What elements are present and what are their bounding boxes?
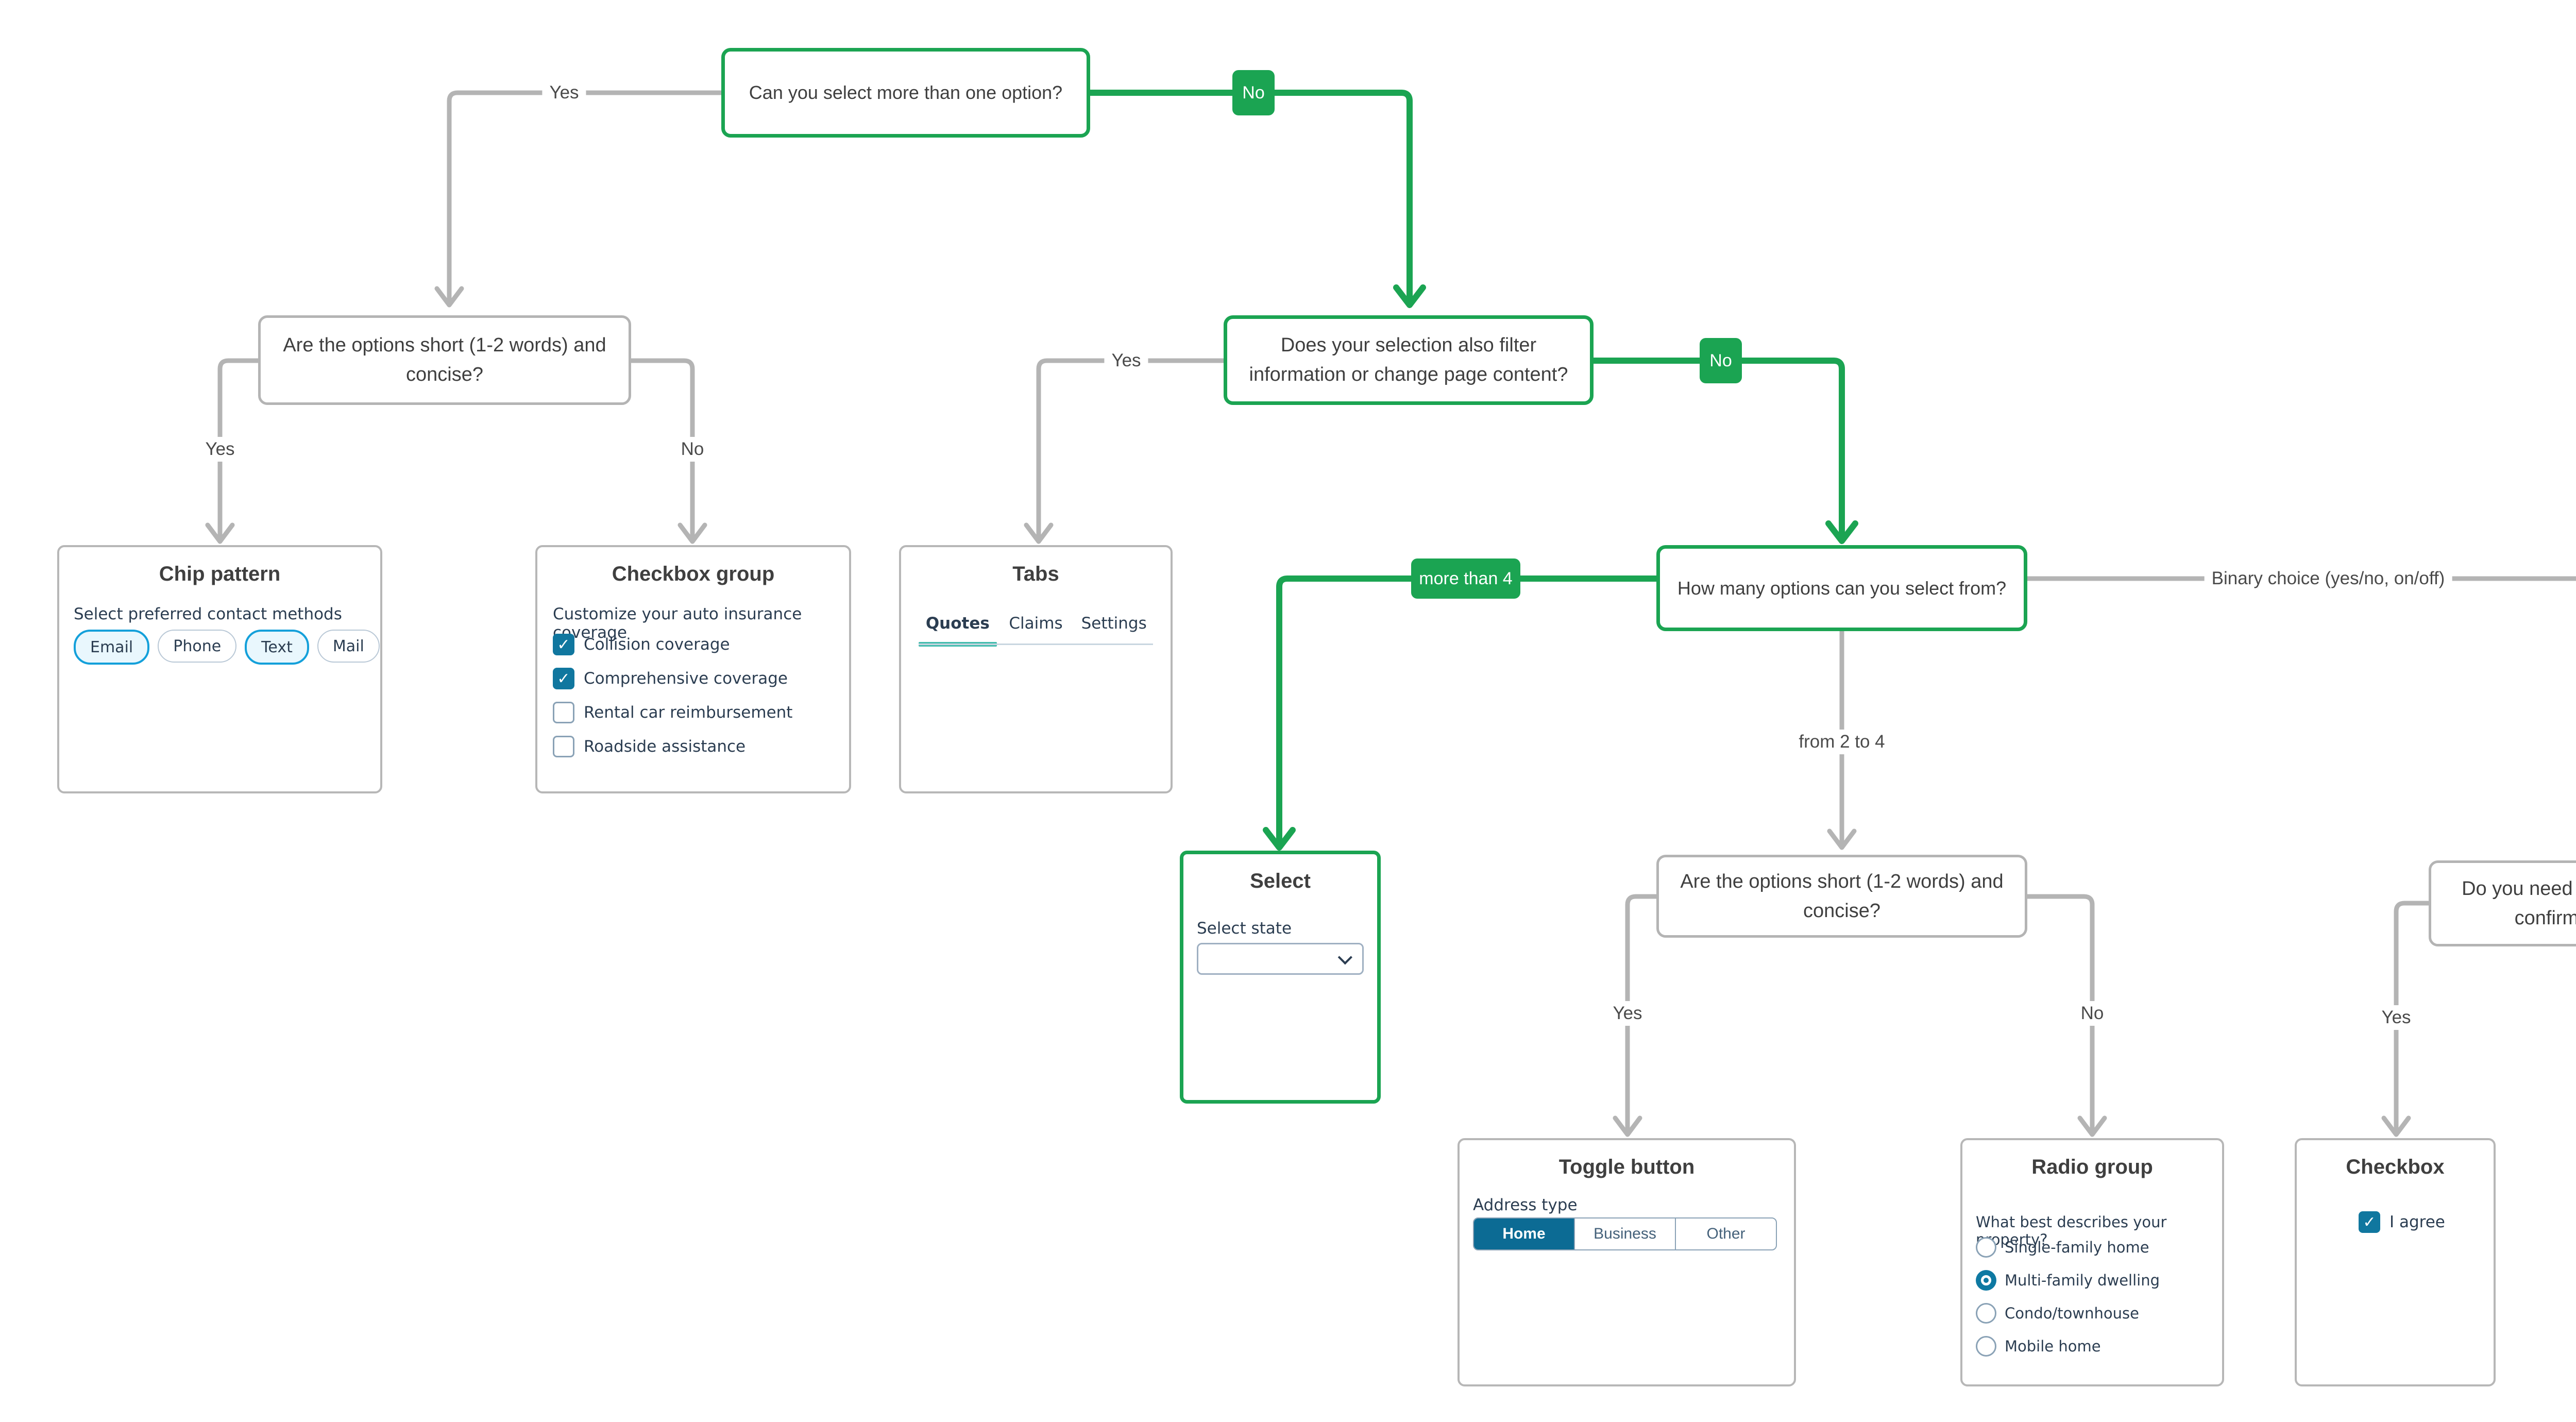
radio-option[interactable]: Multi-family dwelling (1976, 1270, 2160, 1291)
question-options-short-1: Are the options short (1-2 words) and co… (258, 315, 631, 405)
checkbox-checked-icon: ✓ (553, 668, 574, 689)
card-checkbox-group: Checkbox group Customize your auto insur… (535, 545, 851, 793)
select-label: Select state (1197, 919, 1292, 938)
chevron-down-icon (1337, 950, 1352, 965)
card-title: Tabs (1012, 563, 1059, 585)
card-checkbox: Checkbox ✓ I agree (2295, 1138, 2496, 1386)
radio-label: Multi-family dwelling (2005, 1272, 2160, 1289)
checkbox-label: I agree (2389, 1213, 2445, 1231)
checkbox-group-label: Customize your auto insurance coverage (553, 605, 802, 642)
card-title: Checkbox (2346, 1156, 2445, 1178)
card-toggle-button: Toggle button Address type Home Business… (1458, 1138, 1796, 1386)
checkbox-checked-icon: ✓ (553, 634, 574, 655)
badge-no: No (1232, 70, 1275, 115)
tab-label: Quotes (925, 614, 990, 633)
chip-group-label: Select preferred contact methods (74, 605, 342, 623)
card-title: Chip pattern (159, 563, 281, 585)
badge-more-than-4: more than 4 (1411, 558, 1520, 599)
tab-quotes[interactable]: Quotes (919, 614, 997, 647)
tab-label: Claims (1009, 614, 1063, 633)
branch-label-yes: Yes (542, 80, 586, 105)
toggle-group-label: Address type (1473, 1196, 1578, 1214)
question-multiple-options: Can you select more than one option? (721, 48, 1090, 138)
branch-label-no: No (2073, 1001, 2111, 1026)
checkbox-label: Collision coverage (584, 635, 730, 654)
chip-mail[interactable]: Mail (317, 630, 380, 663)
radio-label: Mobile home (2005, 1338, 2101, 1355)
checkbox-label: Comprehensive coverage (584, 669, 788, 688)
card-title: Select (1250, 870, 1311, 892)
radio-label: Condo/townhouse (2005, 1305, 2139, 1322)
tab-track-line (919, 644, 1153, 645)
radio-unselected-icon (1976, 1237, 1996, 1258)
chip-text[interactable]: Text (245, 630, 309, 665)
question-selection-filters: Does your selection also filter informat… (1224, 315, 1594, 405)
segment-home[interactable]: Home (1474, 1218, 1574, 1249)
branch-label-yes: Yes (2374, 1005, 2418, 1030)
question-confirm-action: Do you need an additional action to conf… (2429, 860, 2576, 946)
card-chip-pattern: Chip pattern Select preferred contact me… (57, 545, 382, 793)
chip-phone[interactable]: Phone (158, 630, 237, 663)
segment-other[interactable]: Other (1675, 1218, 1776, 1249)
checkbox-unchecked-icon (553, 736, 574, 757)
tab-claims[interactable]: Claims (997, 614, 1075, 645)
question-how-many-options: How many options can you select from? (1656, 545, 2027, 631)
branch-label-no: No (673, 437, 711, 462)
checkbox-option[interactable]: ✓ Collision coverage (553, 634, 730, 655)
checkbox-option[interactable]: ✓ Comprehensive coverage (553, 668, 788, 689)
question-options-short-2: Are the options short (1-2 words) and co… (1656, 855, 2027, 938)
radio-group-label: What best describes your property? (1976, 1213, 2167, 1248)
checkbox-checked-icon: ✓ (2359, 1211, 2380, 1233)
radio-label: Single-family home (2005, 1239, 2149, 1256)
checkbox-label: Rental car reimbursement (584, 703, 793, 722)
branch-label-yes: Yes (1104, 348, 1148, 373)
checkbox-option[interactable]: ✓ I agree (2359, 1211, 2445, 1233)
radio-unselected-icon (1976, 1336, 1996, 1357)
checkbox-unchecked-icon (553, 702, 574, 723)
card-radio-group: Radio group What best describes your pro… (1960, 1138, 2224, 1386)
card-title: Checkbox group (612, 563, 775, 585)
radio-selected-icon (1976, 1270, 1996, 1291)
radio-option[interactable]: Single-family home (1976, 1237, 2149, 1258)
tab-label: Settings (1081, 614, 1147, 633)
card-tabs: Tabs Quotes Claims Settings (899, 545, 1173, 793)
card-select: Select Select state (1180, 851, 1381, 1104)
card-title: Toggle button (1558, 1156, 1695, 1178)
chip-email[interactable]: Email (74, 630, 150, 665)
radio-option[interactable]: Condo/townhouse (1976, 1303, 2139, 1324)
branch-label-binary-choice: Binary choice (yes/no, on/off) (2204, 566, 2452, 591)
state-select-dropdown[interactable] (1197, 943, 1364, 975)
badge-no: No (1700, 338, 1742, 383)
radio-option[interactable]: Mobile home (1976, 1336, 2101, 1357)
checkbox-option[interactable]: Roadside assistance (553, 736, 745, 757)
branch-label-yes: Yes (198, 437, 242, 462)
tab-settings[interactable]: Settings (1075, 614, 1153, 645)
branch-label-from-2-to-4: from 2 to 4 (1791, 730, 1892, 754)
segment-business[interactable]: Business (1574, 1218, 1675, 1249)
checkbox-label: Roadside assistance (584, 737, 746, 756)
chip-row: Email Phone Text Mail (74, 630, 380, 665)
checkbox-option[interactable]: Rental car reimbursement (553, 702, 792, 723)
segmented-control: Home Business Other (1473, 1217, 1777, 1250)
card-title: Radio group (2031, 1156, 2153, 1178)
branch-label-yes: Yes (1605, 1001, 1650, 1026)
radio-unselected-icon (1976, 1303, 1996, 1324)
tab-bar: Quotes Claims Settings (919, 614, 1153, 647)
